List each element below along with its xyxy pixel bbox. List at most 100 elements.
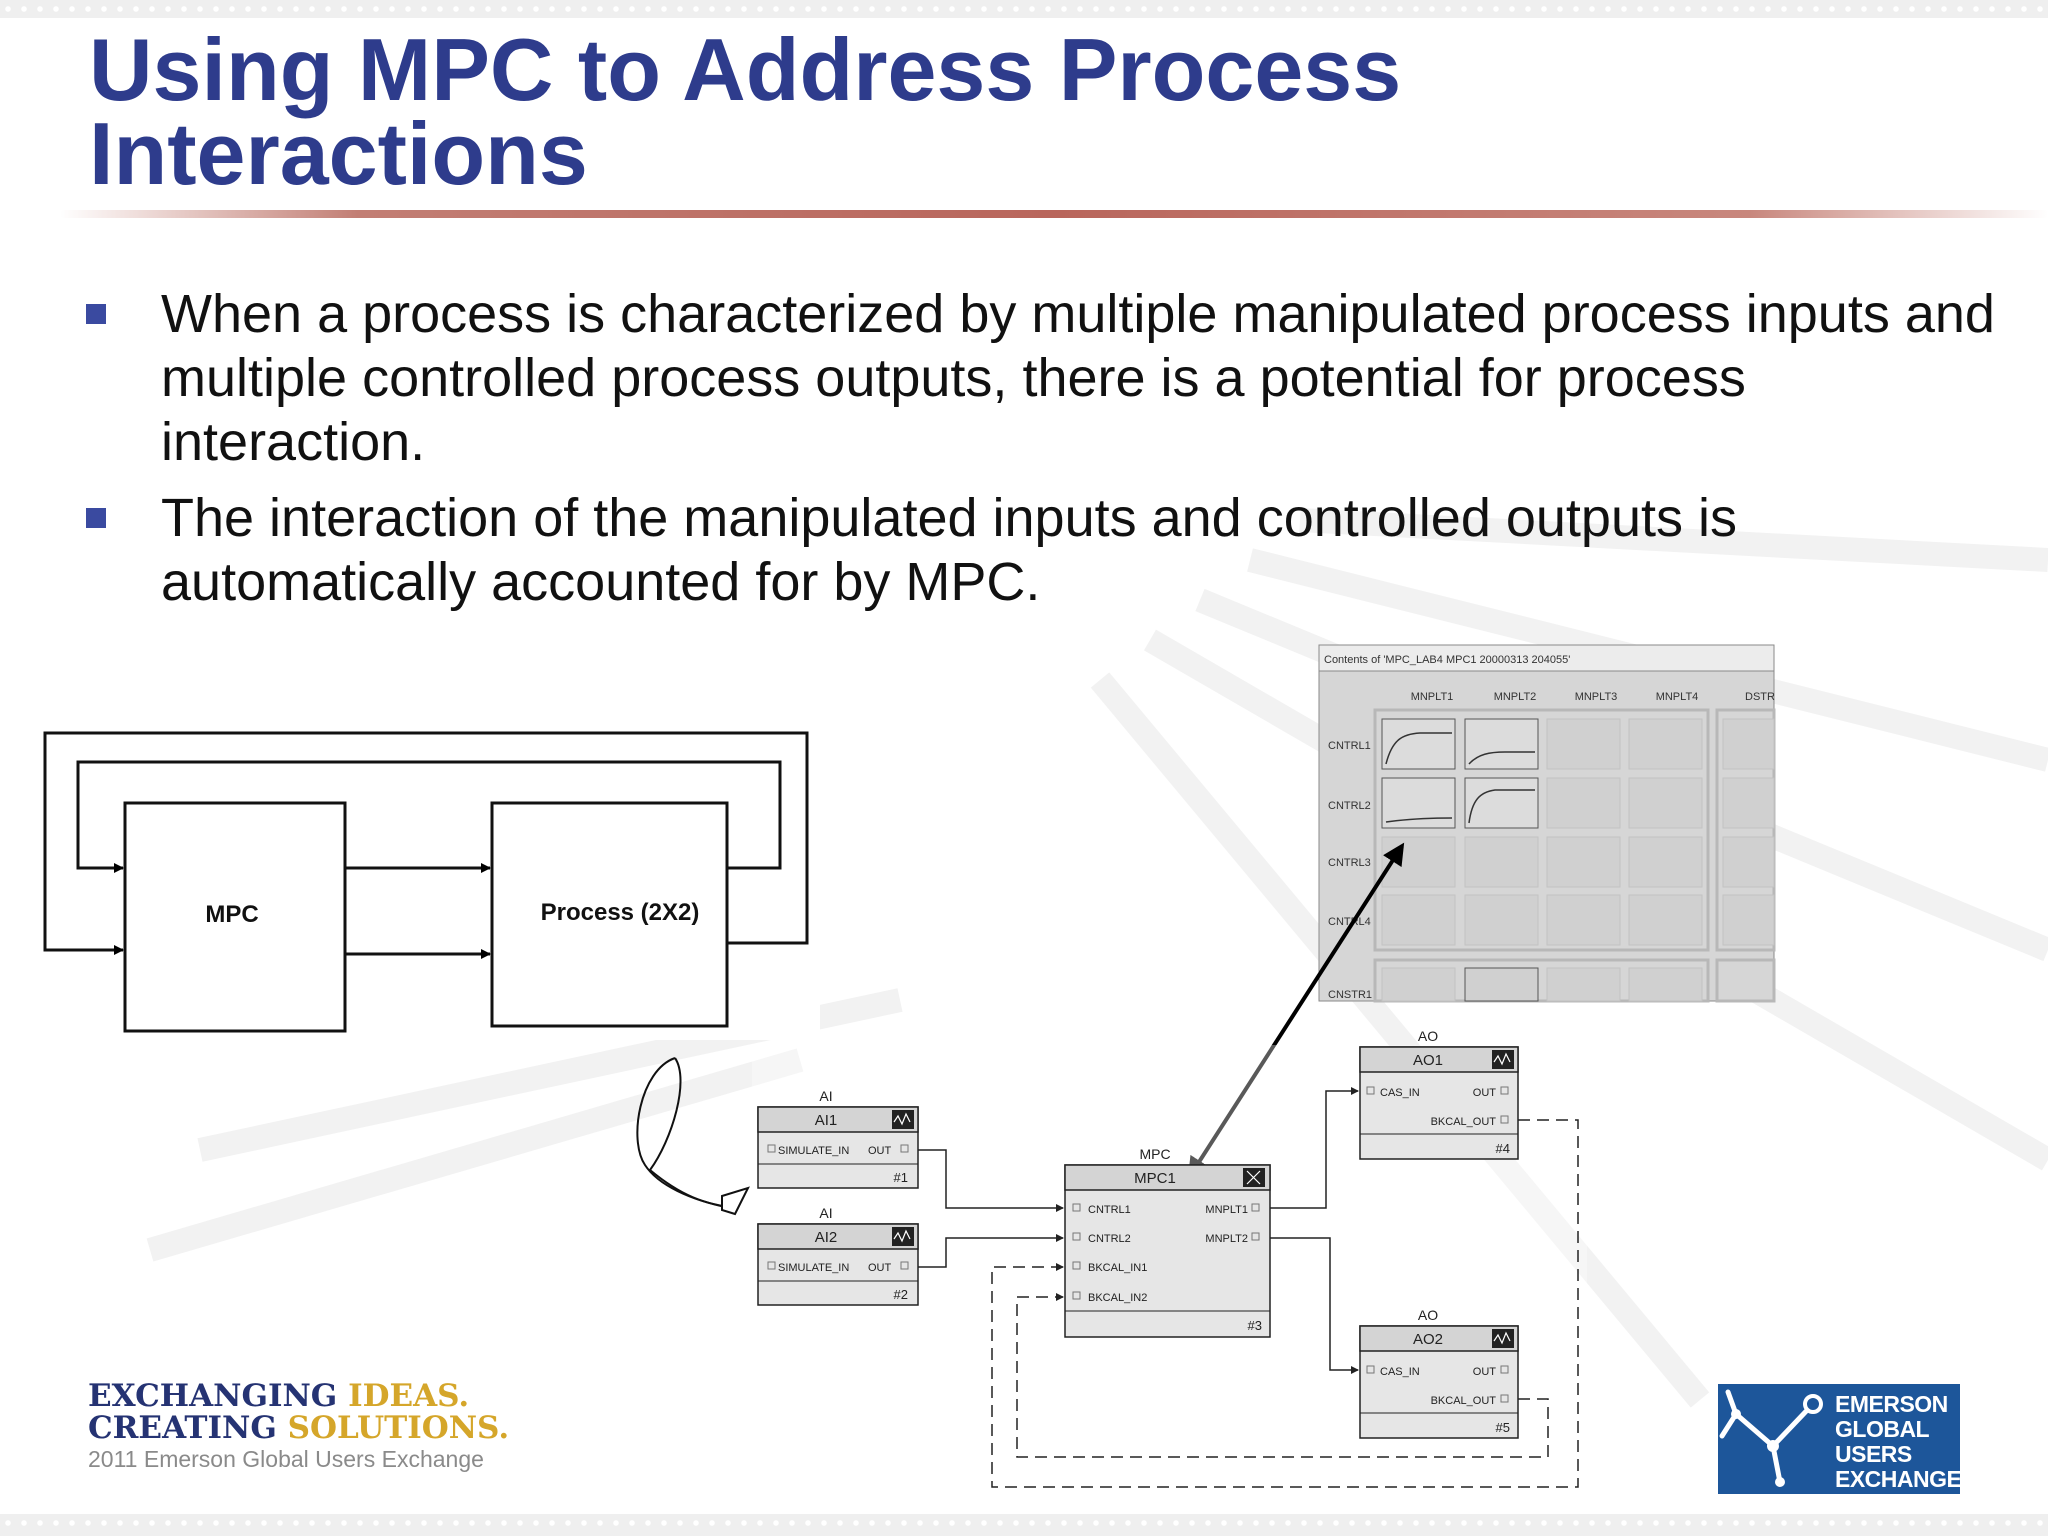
step-response-curve: [1468, 751, 1535, 765]
matrix-row-header: CNSTR1: [1328, 989, 1372, 1001]
matrix-title: Contents of 'MPC_LAB4 MPC1 20000313 2040…: [1324, 654, 1570, 666]
mpc1-input: BKCAL_IN2: [1088, 1292, 1147, 1304]
mpc1-input: BKCAL_IN1: [1088, 1262, 1147, 1274]
badge-word: USERS: [1835, 1441, 1912, 1467]
matrix-cell: [1381, 967, 1456, 1002]
bkcal-wires: [991, 1119, 1579, 1488]
matrix-col-header: DSTR: [1745, 691, 1775, 703]
matrix-cell: [1628, 894, 1703, 946]
ao2-param-in: CAS_IN: [1380, 1366, 1420, 1378]
mpc1-type: MPC: [1139, 1146, 1170, 1162]
ai1-block: AI AI1 SIMULATE_IN OUT #1: [757, 1088, 919, 1189]
curly-arrow: [636, 1057, 750, 1216]
ai1-param-in: SIMULATE_IN: [778, 1145, 849, 1157]
ao1-param-bk: BKCAL_OUT: [1431, 1116, 1497, 1128]
ai2-name: AI2: [815, 1229, 838, 1246]
mpc1-input: CNTRL2: [1088, 1233, 1131, 1245]
matrix-cell: [1722, 836, 1775, 888]
ao2-name: AO2: [1413, 1331, 1443, 1348]
matrix-cell: [1464, 894, 1539, 946]
bullet-item: The interaction of the manipulated input…: [86, 486, 2006, 614]
matrix-cell: [1381, 894, 1456, 946]
bottom-dotted-border: [0, 1514, 2048, 1536]
ao1-type: AO: [1418, 1028, 1438, 1044]
bullet-list: When a process is characterized by multi…: [86, 282, 2006, 626]
title-line-2: Interactions: [89, 104, 588, 203]
matrix-cell: [1628, 836, 1703, 888]
matrix-cell: [1546, 836, 1621, 888]
matrix-cell: [1722, 777, 1775, 829]
badge-word: EXCHANGE: [1835, 1466, 1962, 1492]
matrix-row-header: CNTRL3: [1328, 857, 1371, 869]
trend-icon: [892, 1227, 914, 1246]
emerson-global-users-exchange-logo: EMERSON GLOBAL USERS EXCHANGE: [1718, 1384, 1962, 1494]
ai2-type: AI: [819, 1205, 832, 1221]
matrix-col-header: MNPLT3: [1575, 691, 1618, 703]
title-line-1: Using MPC to Address Process: [89, 20, 1402, 119]
square-bullet-icon: [86, 304, 106, 324]
ao2-block: AO AO2 CAS_IN OUT BKCAL_OUT #5: [1359, 1307, 1519, 1439]
bullet-text: When a process is characterized by multi…: [161, 284, 1995, 472]
ao2-number: #5: [1496, 1420, 1510, 1435]
logo-word: EXCHANGING: [88, 1378, 338, 1414]
ai2-number: #2: [894, 1287, 908, 1302]
top-dotted-border: [0, 0, 2048, 18]
ao1-param-in: CAS_IN: [1380, 1087, 1420, 1099]
mpc1-name: MPC1: [1134, 1170, 1176, 1187]
badge-word: EMERSON: [1835, 1391, 1948, 1417]
ai1-name: AI1: [815, 1112, 838, 1129]
matrix-col-header: MNPLT2: [1494, 691, 1537, 703]
matrix-row-header: CNTRL1: [1328, 740, 1371, 752]
ao2-param-bk: BKCAL_OUT: [1431, 1395, 1497, 1407]
ai2-param-out: OUT: [868, 1262, 892, 1274]
square-bullet-icon: [86, 508, 106, 528]
matrix-cell: [1722, 894, 1775, 946]
trend-icon: [892, 1110, 914, 1129]
ai1-number: #1: [894, 1170, 908, 1185]
badge-word: GLOBAL: [1835, 1416, 1930, 1442]
network-graph-icon: [1719, 1389, 1823, 1487]
title-divider: [60, 210, 2048, 218]
matrix-cell: [1464, 967, 1539, 1002]
link-arrow: [1187, 842, 1405, 1180]
matrix-cell: [1381, 777, 1456, 829]
mpc-block-label: MPC: [205, 901, 258, 928]
process-block: [490, 801, 729, 1028]
event-caption: 2011 Emerson Global Users Exchange: [88, 1446, 484, 1472]
mpc-block: [123, 801, 347, 1033]
logo-word: IDEAS.: [348, 1378, 470, 1414]
step-response-curve: [1385, 817, 1453, 823]
matrix-cell: [1628, 967, 1703, 1002]
logo-word: SOLUTIONS.: [287, 1410, 510, 1446]
ai1-type: AI: [819, 1088, 832, 1104]
matrix-col-header: MNPLT4: [1656, 691, 1699, 703]
matrix-cell: [1546, 777, 1621, 829]
trend-icon: [1492, 1050, 1514, 1069]
bullet-text: The interaction of the manipulated input…: [161, 488, 1737, 612]
ao2-type: AO: [1418, 1307, 1438, 1323]
trend-icon: [1492, 1329, 1514, 1348]
ai1-param-out: OUT: [868, 1145, 892, 1157]
matrix-cell: [1546, 967, 1621, 1002]
matrix-cell: [1722, 718, 1775, 770]
block-diagram: MPC Process (2X2): [35, 715, 820, 1040]
step-response-curve: [1385, 732, 1452, 765]
ao1-name: AO1: [1413, 1052, 1443, 1069]
matrix-cell: [1546, 894, 1621, 946]
logo-word: CREATING: [88, 1410, 277, 1446]
matrix-row-header: CNTRL2: [1328, 800, 1371, 812]
slide-title: Using MPC to Address Process Interaction…: [89, 26, 1789, 198]
ai2-block: AI AI2 SIMULATE_IN OUT #2: [757, 1205, 919, 1306]
matrix-cell: [1546, 718, 1621, 770]
ao2-param-out: OUT: [1473, 1366, 1497, 1378]
matrix-viewer: Contents of 'MPC_LAB4 MPC1 20000313 2040…: [1318, 644, 1776, 1003]
mpc1-output: MNPLT1: [1205, 1204, 1248, 1216]
mpc1-block: MPC MPC1 CNTRL1 CNTRL2 BKCAL_IN1 BKCAL_I…: [1064, 1146, 1271, 1338]
bullet-item: When a process is characterized by multi…: [86, 282, 2006, 474]
connection-wires: [918, 1087, 1359, 1374]
matrix-cell: [1464, 777, 1539, 829]
process-block-label: Process (2X2): [541, 899, 700, 926]
mpc1-output: MNPLT2: [1205, 1233, 1248, 1245]
ao1-block: AO AO1 CAS_IN OUT BKCAL_OUT #4: [1359, 1028, 1519, 1160]
